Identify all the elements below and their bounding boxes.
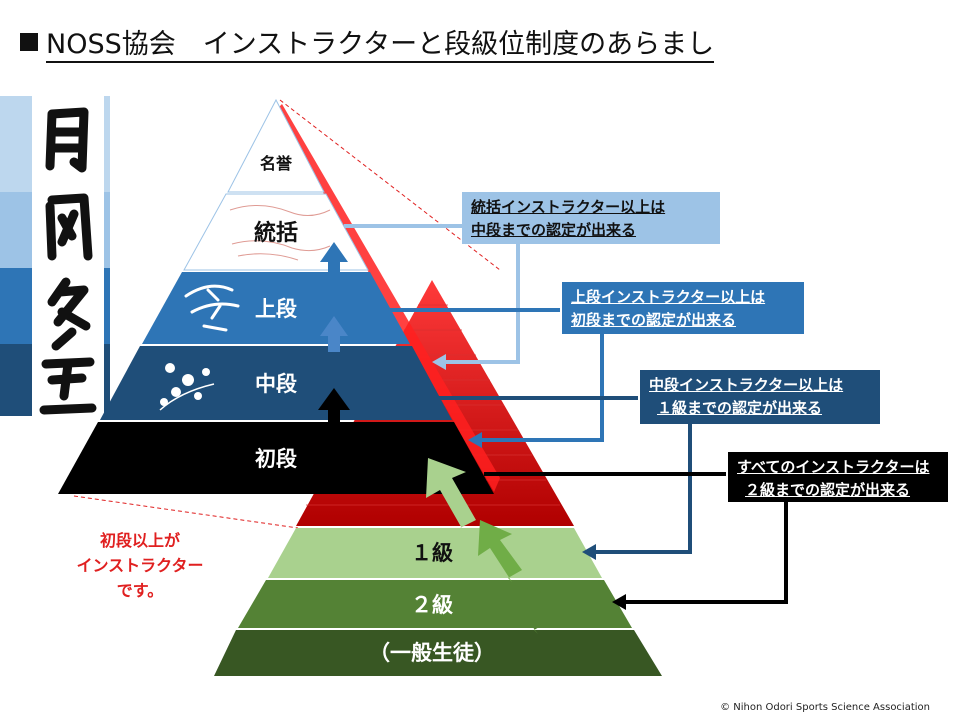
up-arrow-icon [318, 388, 350, 426]
note-tokatsu: 統括インストラクター以上は 中段までの認定が出来る [462, 192, 720, 244]
level-kyu1-label: １級 [411, 541, 453, 565]
level-chudan-label: 中段 [255, 372, 297, 396]
green-arrow-icon [426, 458, 476, 532]
guide-line-left [73, 495, 299, 529]
copyright: © Nihon Odori Sports Science Association [720, 702, 930, 713]
connector-jodan [384, 308, 604, 448]
connector-chudan [430, 396, 692, 560]
level-chudan-band [100, 346, 452, 420]
up-arrow-icon [320, 242, 348, 278]
connector-all [484, 472, 788, 610]
level-tokatsu-label: 統括 [254, 220, 298, 246]
level-meiyo-label: 名誉 [260, 154, 293, 173]
instructor-note: 初段以上が インストラクター です。 [76, 531, 204, 600]
front-pyramid-shadow [276, 104, 500, 492]
connector-tokatsu [344, 224, 520, 370]
page-title: NOSS協会 インストラクターと段級位制度のあらまし [20, 22, 715, 63]
green-arrow-icon [478, 520, 522, 582]
note-jodan: 上段インストラクター以上は 初段までの認定が出来る [562, 282, 804, 334]
cherry-blossom-icon [159, 363, 215, 411]
bullet-square-icon [20, 33, 38, 51]
up-arrow-icon [320, 316, 348, 352]
level-general-label: （一般生徒） [369, 641, 495, 665]
level-shodan-label: 初段 [255, 447, 297, 471]
crane-decoration-icon [184, 284, 240, 332]
note-chudan: 中段インストラクター以上は １級までの認定が出来る [640, 370, 880, 424]
level-shodan-band [58, 422, 494, 494]
level-jodan-label: 上段 [255, 297, 297, 321]
meiyo-badge [254, 140, 298, 184]
calligraphy-seal-image [32, 96, 104, 426]
level-general-band [214, 630, 662, 676]
wave-decoration-icon [229, 205, 331, 261]
note-all: すべてのインストラクターは ２級までの認定が出来る [728, 452, 948, 502]
green-arrow-icon [508, 584, 548, 634]
level-kyu2-label: ２級 [411, 593, 453, 617]
